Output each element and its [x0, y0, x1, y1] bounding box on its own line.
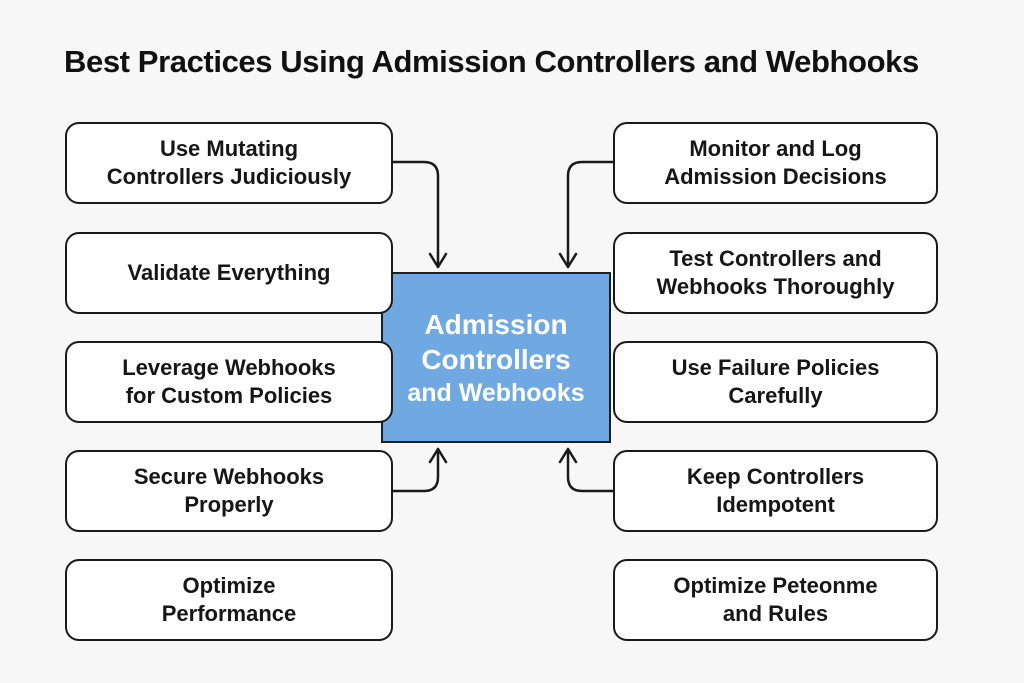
- node-secure-webhooks: Secure Webhooks Properly: [65, 450, 393, 532]
- node-monitor-log-decisions: Monitor and Log Admission Decisions: [613, 122, 938, 204]
- node-label-line: Test Controllers and: [669, 246, 882, 271]
- node-label-line: Leverage Webhooks: [122, 355, 336, 380]
- node-label-line: and Rules: [722, 601, 829, 626]
- node-label-line: Admission Decisions: [664, 164, 887, 189]
- node-test-controllers-webhooks: Test Controllers and Webhooks Thoroughly: [613, 232, 938, 314]
- arrow-top-right-icon: [558, 160, 615, 269]
- node-label-line: Webhooks Thoroughly: [656, 274, 895, 299]
- node-label-line: Properly: [184, 492, 274, 517]
- arrow-bottom-left-icon: [391, 447, 448, 493]
- arrow-top-left-icon: [391, 160, 448, 269]
- node-label-line: Secure Webhooks: [133, 464, 325, 489]
- node-label-line: Idempotent: [716, 492, 835, 517]
- center-node-line: Controllers: [421, 343, 571, 375]
- node-optimize-performance: Optimize Performance: [65, 559, 393, 641]
- node-use-mutating-controllers: Use Mutating Controllers Judiciously: [65, 122, 393, 204]
- node-use-failure-policies: Use Failure Policies Carefully: [613, 341, 938, 423]
- node-label-line: Keep Controllers: [686, 464, 865, 489]
- node-label-line: Validate Everything: [127, 260, 331, 285]
- node-label-line: Use Failure Policies: [671, 355, 880, 380]
- node-optimize-rules: Optimize Peteonme and Rules: [613, 559, 938, 641]
- center-node-admission-controllers: Admission Controllers and Webhooks: [381, 272, 611, 443]
- node-label-line: Use Mutating: [159, 136, 299, 161]
- node-validate-everything: Validate Everything: [65, 232, 393, 314]
- diagram-title: Best Practices Using Admission Controlle…: [64, 44, 919, 79]
- arrow-bottom-right-icon: [558, 447, 615, 493]
- center-node-line: Admission: [424, 308, 568, 340]
- node-label-line: Carefully: [728, 383, 823, 408]
- node-label-line: Monitor and Log: [689, 136, 862, 161]
- node-leverage-webhooks: Leverage Webhooks for Custom Policies: [65, 341, 393, 423]
- node-label-line: Controllers Judiciously: [106, 164, 352, 189]
- node-label-line: Performance: [161, 601, 297, 626]
- node-label-line: Optimize Peteonme: [673, 573, 878, 598]
- node-keep-controllers-idempotent: Keep Controllers Idempotent: [613, 450, 938, 532]
- node-label-line: for Custom Policies: [125, 383, 333, 408]
- node-label-line: Optimize: [182, 573, 276, 598]
- center-node-line: and Webhooks: [407, 378, 585, 407]
